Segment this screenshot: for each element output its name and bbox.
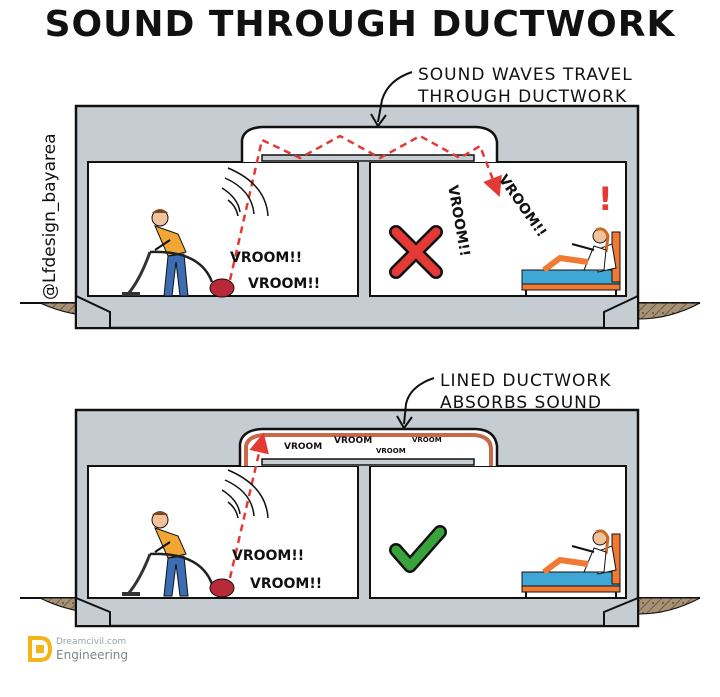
annotation-line: THROUGH DUCTWORK <box>418 87 628 107</box>
room-left <box>87 465 359 599</box>
duct-lining <box>244 433 493 466</box>
duct <box>240 125 499 162</box>
duct-divider <box>261 154 475 162</box>
bottom-annotation: LINED DUCTWORK ABSORBS SOUND <box>440 370 611 414</box>
vroom-label: VROOM <box>334 436 373 446</box>
annotation-line: LINED DUCTWORK <box>440 371 612 391</box>
footing <box>75 596 111 627</box>
annotation-line: ABSORBS SOUND <box>440 393 602 413</box>
vroom-label: VROOM <box>412 436 442 444</box>
logo-icon <box>28 636 52 662</box>
footing <box>75 294 111 329</box>
vroom-label: VROOM!! <box>232 548 305 564</box>
sound-path <box>228 134 502 281</box>
duct-divider <box>261 458 475 466</box>
top-annotation: SOUND WAVES TRAVEL THROUGH DUCTWORK <box>418 64 633 108</box>
room-left <box>87 161 359 297</box>
annotation-line: SOUND WAVES TRAVEL <box>418 65 633 85</box>
vroom-label: VROOM!! <box>230 250 303 266</box>
annotation-arrow <box>403 377 435 425</box>
vroom-label: VROOM!! <box>250 576 323 592</box>
lined-duct <box>238 427 499 466</box>
sound-waves <box>221 167 269 217</box>
red-x-icon <box>389 225 443 279</box>
vroom-label: VROOM!! <box>248 276 321 292</box>
top-building-section <box>20 71 701 330</box>
vroom-label: VROOM <box>376 447 406 455</box>
footing <box>603 596 639 627</box>
watermark-label: Engineering <box>56 648 128 662</box>
watermark: Dreamcivil.com Engineering <box>28 636 128 662</box>
annotation-arrow <box>377 71 413 123</box>
person-vacuuming <box>122 511 235 598</box>
vroom-label: VROOM <box>284 442 323 452</box>
sound-waves <box>221 469 269 519</box>
green-check-icon <box>389 525 447 573</box>
page-title: SOUND THROUGH DUCTWORK <box>44 4 676 45</box>
footing <box>603 294 639 329</box>
woman-on-bed <box>521 227 621 296</box>
woman-on-bed <box>521 529 621 598</box>
person-vacuuming <box>122 209 235 298</box>
watermark-site: Dreamcivil.com <box>56 637 127 647</box>
artist-credit: @Lfdesign_bayarea <box>40 133 60 300</box>
bottom-building-section <box>20 377 701 628</box>
exclamation-mark: ! <box>598 180 613 218</box>
